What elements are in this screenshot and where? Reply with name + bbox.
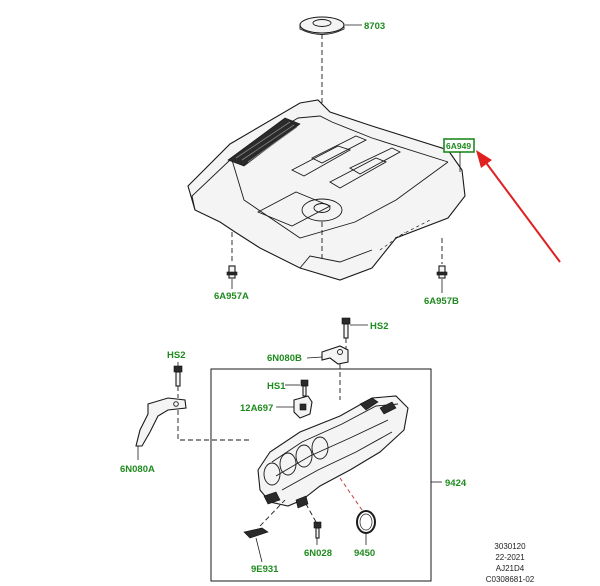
callout-6a949-highlight-box xyxy=(443,138,475,153)
callout-6n080a: 6N080A xyxy=(120,464,155,475)
callout-9e931: 9E931 xyxy=(251,564,279,575)
dash-line-6n028 xyxy=(305,503,317,523)
leader-9e931 xyxy=(255,537,263,563)
callout-8703: 8703 xyxy=(364,21,385,32)
gasket-9e931 xyxy=(243,527,269,539)
callout-hs2-top: HS2 xyxy=(370,321,388,332)
info-line-3: AJ21D4 xyxy=(496,564,525,573)
sensor-12a697 xyxy=(293,395,313,419)
engine-cover-group xyxy=(187,16,561,293)
dash-line-6n080a xyxy=(177,410,250,441)
bolt-hs1 xyxy=(300,379,309,397)
info-block: 3030120 22-2021 AJ21D4 C0308681-02 xyxy=(486,542,535,584)
info-line-2: 22-2021 xyxy=(495,553,525,562)
intake-manifold-9424 xyxy=(257,395,409,509)
callout-9424: 9424 xyxy=(445,478,467,489)
callout-6a957a: 6A957A xyxy=(214,291,249,302)
bolt-6n028 xyxy=(313,521,322,539)
leader-6n080b xyxy=(306,356,323,359)
grommet-8703 xyxy=(299,16,345,35)
callout-12a697: 12A697 xyxy=(240,403,273,414)
bracket-6n080b xyxy=(321,345,349,365)
seal-9450 xyxy=(356,510,376,534)
callout-6a957b: 6A957B xyxy=(424,296,459,307)
manifold-outline-box xyxy=(210,368,432,582)
bolt-hs2-left xyxy=(173,365,183,387)
stud-6a957b xyxy=(436,265,448,279)
bolt-hs2-top xyxy=(341,317,351,339)
callout-6n028: 6N028 xyxy=(304,548,332,559)
info-line-4: C0308681-02 xyxy=(486,575,535,584)
callout-hs1: HS1 xyxy=(267,381,286,392)
dash-line-9e931 xyxy=(259,499,286,527)
callout-6n080b: 6N080B xyxy=(267,353,302,364)
stud-6a957a xyxy=(226,265,238,279)
red-pointer-arrow-icon xyxy=(476,150,561,263)
bracket-6n080a xyxy=(135,397,187,447)
info-line-1: 3030120 xyxy=(494,542,526,551)
callout-hs2-left: HS2 xyxy=(167,350,185,361)
dash-line-9450 xyxy=(339,477,363,511)
callout-9450: 9450 xyxy=(354,548,375,559)
engine-cover-6a949 xyxy=(187,99,466,281)
callout-6a949: 6A949 xyxy=(446,141,471,151)
intake-manifold-group xyxy=(135,317,442,582)
